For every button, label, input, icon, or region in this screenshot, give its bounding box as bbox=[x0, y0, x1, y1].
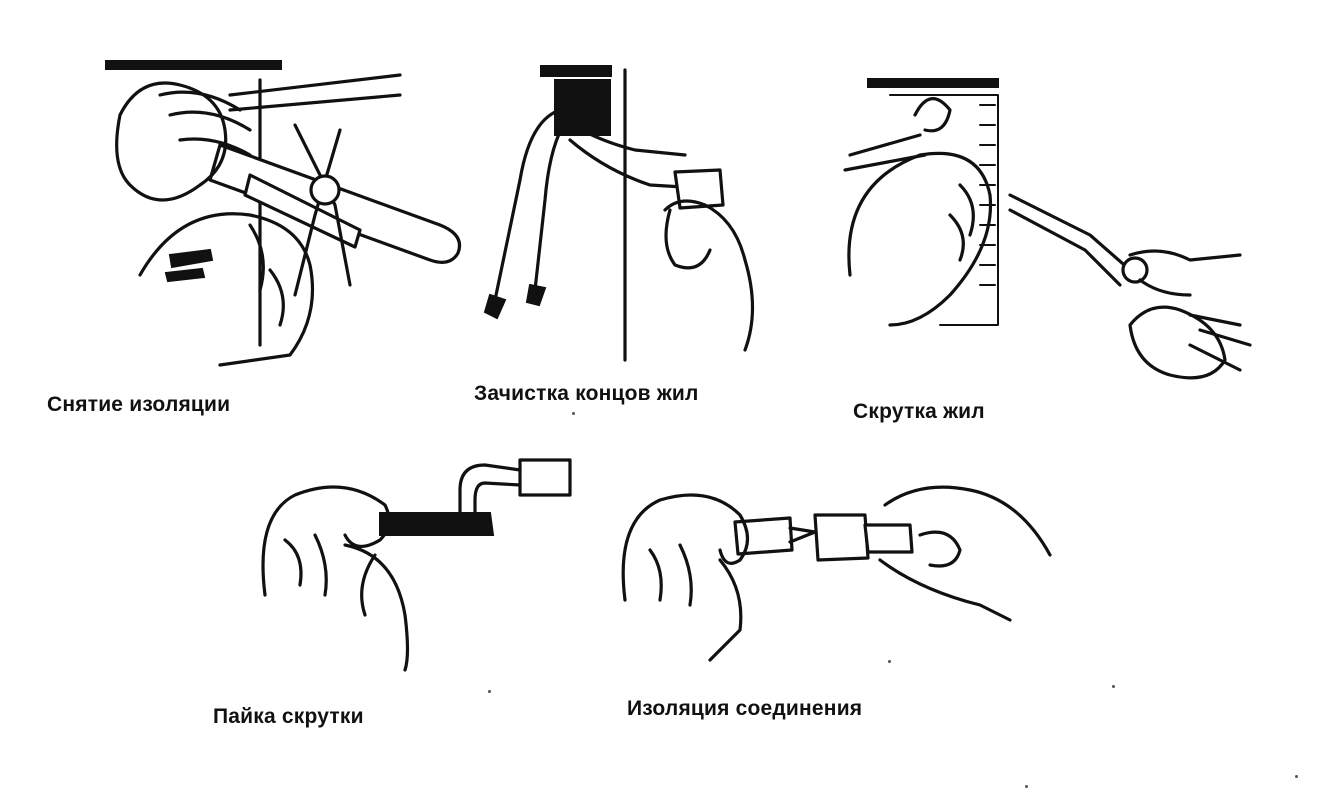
twisting-illustration bbox=[830, 75, 1260, 395]
step-caption-insulating: Изоляция соединения bbox=[627, 697, 862, 721]
step-caption-stripping: Снятие изоляции bbox=[47, 393, 230, 417]
soldering-illustration bbox=[255, 445, 585, 675]
scan-speck bbox=[488, 690, 491, 693]
scan-speck bbox=[572, 412, 575, 415]
step-caption-soldering: Пайка скрутки bbox=[213, 705, 364, 729]
stripping-illustration bbox=[100, 55, 480, 375]
step-caption-twisting: Скрутка жил bbox=[853, 400, 985, 424]
cleaning-illustration bbox=[475, 60, 795, 370]
scan-speck bbox=[1025, 785, 1028, 788]
step-caption-cleaning: Зачистка концов жил bbox=[474, 382, 699, 406]
scan-speck bbox=[1295, 775, 1298, 778]
insulating-illustration bbox=[620, 480, 1060, 670]
scan-speck bbox=[1112, 685, 1115, 688]
scan-speck bbox=[888, 660, 891, 663]
